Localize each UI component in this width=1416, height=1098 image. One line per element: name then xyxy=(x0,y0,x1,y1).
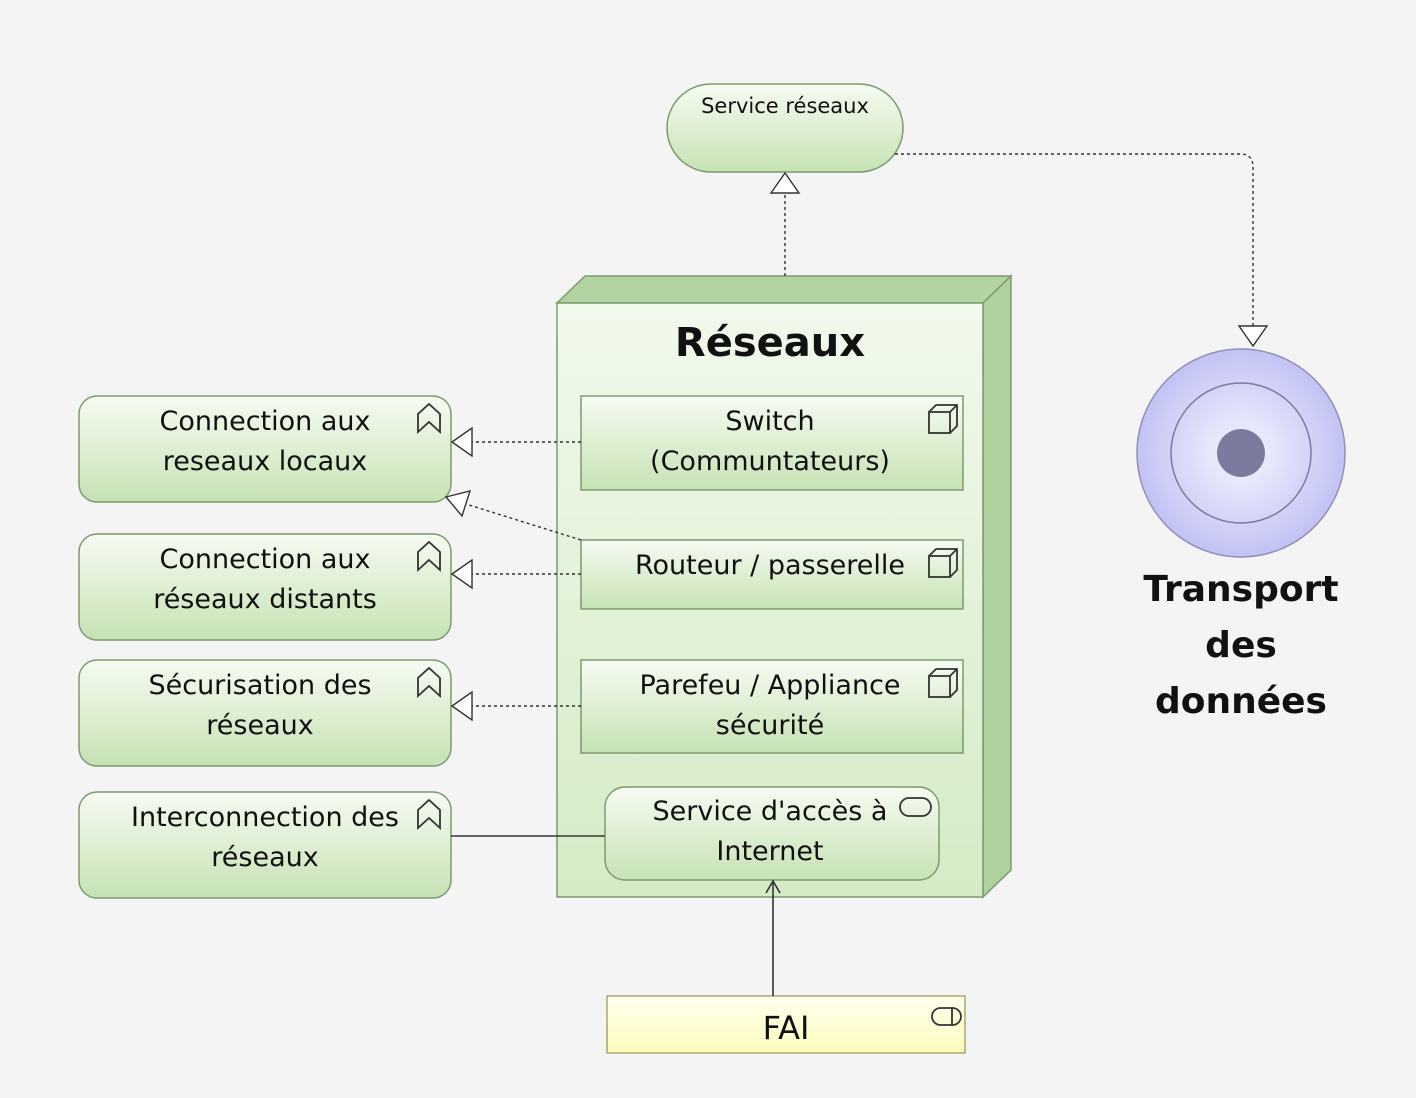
function-icon xyxy=(417,402,441,435)
node-title: Réseaux xyxy=(674,320,866,366)
device-icon xyxy=(928,404,958,434)
device-label-parefeu: Parefeu / Appliance sécurité xyxy=(639,670,901,741)
function-label-local: Connection aux reseaux locaux xyxy=(159,406,371,477)
function-icon xyxy=(417,798,441,831)
function-icon xyxy=(417,540,441,573)
driver-core xyxy=(1217,429,1265,477)
realization-routeur-local xyxy=(465,503,582,541)
function-box-interconnection[interactable] xyxy=(78,791,452,899)
fai-box[interactable] xyxy=(606,995,966,1054)
service-icon xyxy=(899,797,932,817)
service-reseaux-label: Service réseaux xyxy=(701,94,869,118)
function-icon xyxy=(417,666,441,699)
function-box-securisation[interactable] xyxy=(78,659,452,767)
internet-service-box[interactable] xyxy=(604,786,940,881)
device-icon xyxy=(928,668,958,698)
arrowhead xyxy=(1237,325,1269,348)
arrowhead xyxy=(450,558,473,590)
transport-label: Transport des données xyxy=(1143,569,1339,722)
arrowhead xyxy=(450,690,473,722)
function-box-local[interactable] xyxy=(78,395,452,503)
device-icon xyxy=(928,548,958,578)
arrowhead xyxy=(450,426,473,458)
arrowhead xyxy=(765,879,781,894)
device-box-routeur[interactable] xyxy=(580,539,964,610)
function-label-interconnection: Interconnection des réseaux xyxy=(131,802,399,873)
device-box-switch[interactable] xyxy=(580,395,964,491)
function-box-distant[interactable] xyxy=(78,533,452,641)
device-label-routeur: Routeur / passerelle xyxy=(634,550,905,581)
arrowhead xyxy=(444,490,472,518)
function-label-distant: Connection aux réseaux distants xyxy=(153,544,377,615)
driver-transport[interactable] xyxy=(1136,348,1346,558)
fai-label: FAI xyxy=(762,1009,810,1047)
function-label-securisation: Sécurisation des réseaux xyxy=(148,670,372,741)
influence-service-driver xyxy=(895,153,1254,326)
interface-icon xyxy=(931,1007,962,1026)
device-box-parefeu[interactable] xyxy=(580,659,964,754)
internet-service-label: Service d'accès à Internet xyxy=(652,796,888,867)
arrowhead xyxy=(769,171,801,194)
device-label-switch: Switch (Communtateurs) xyxy=(650,406,890,477)
